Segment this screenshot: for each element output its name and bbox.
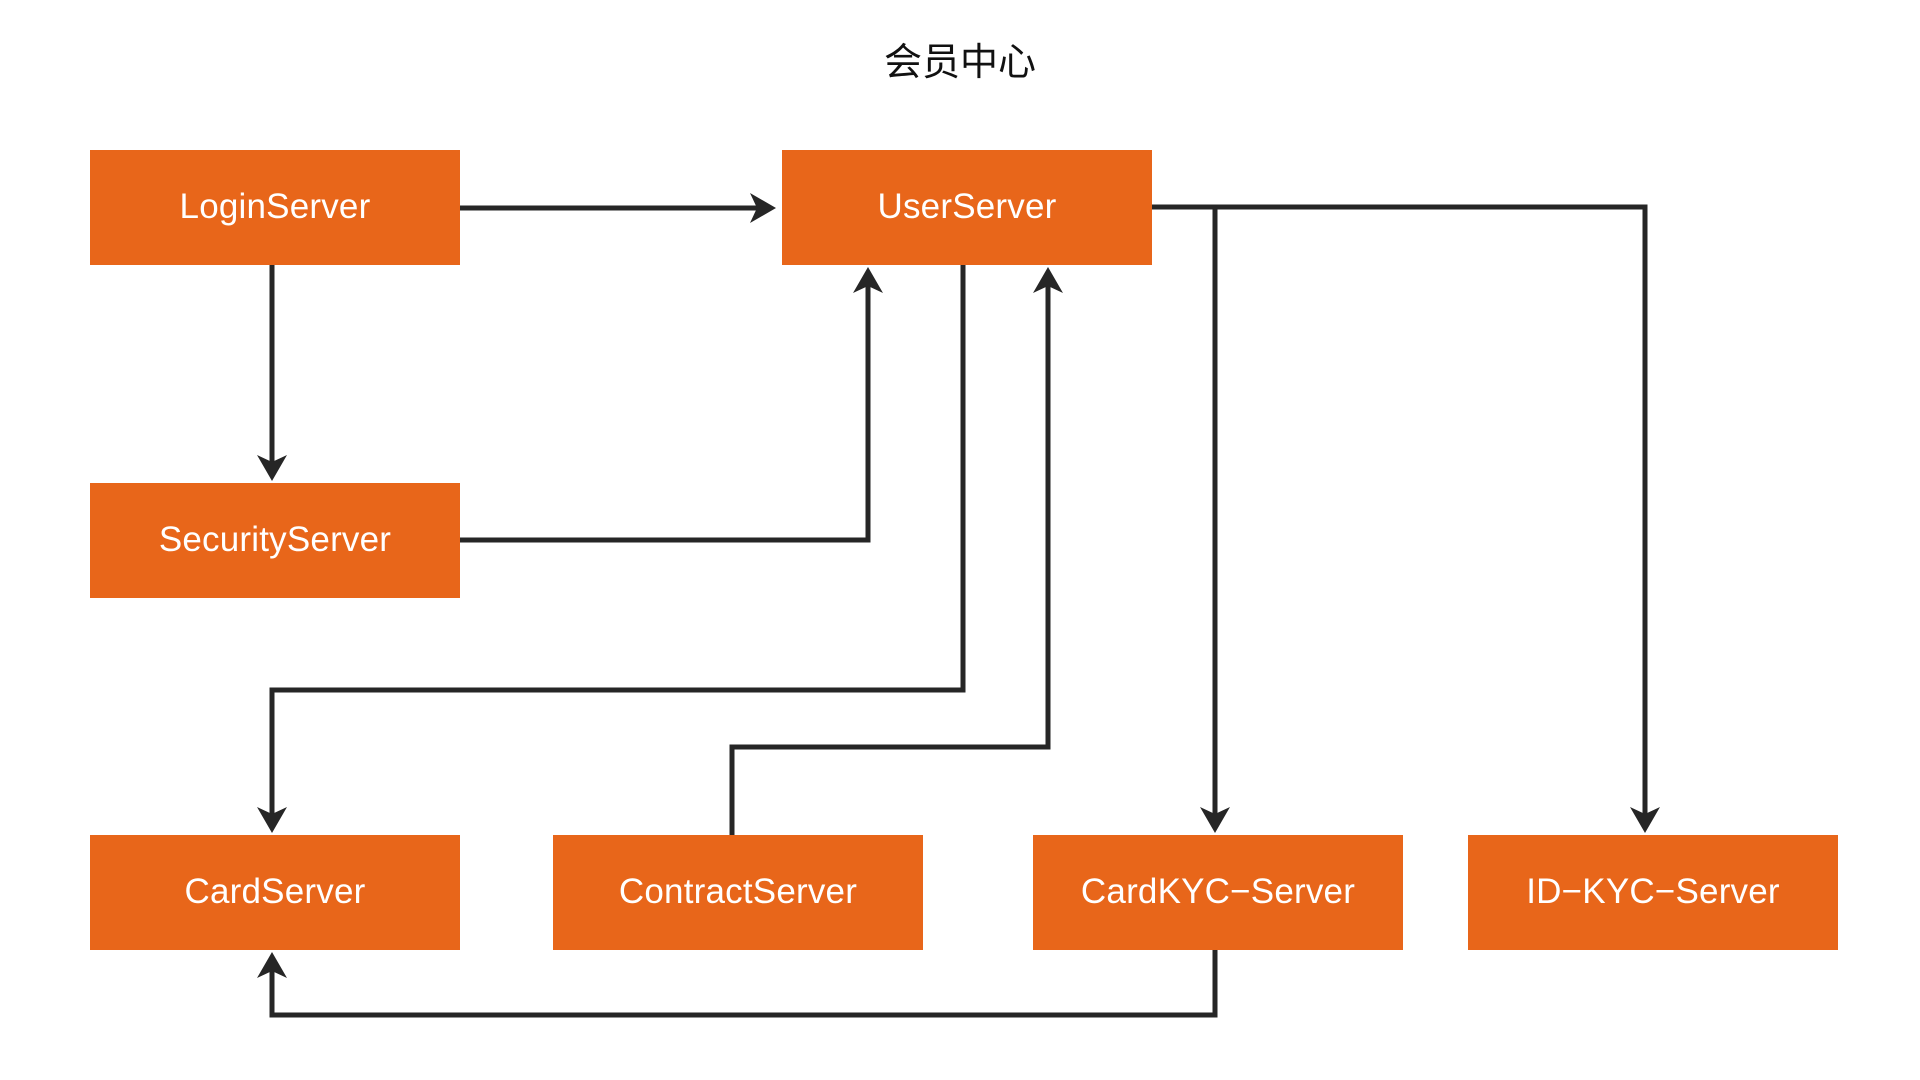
edge-line [729,283,1051,835]
arrow-head-icon [1033,267,1063,293]
edge-line [269,265,966,817]
edges-layer [257,193,1660,1018]
node-box[interactable] [782,150,1152,265]
diagram-title: 会员中心 [884,42,1036,84]
node-box[interactable] [1033,835,1403,950]
node-box[interactable] [90,150,460,265]
node-box[interactable] [90,835,460,950]
arrow-head-icon [1200,807,1230,833]
edge-user-to-card [257,265,966,833]
node-card[interactable]: CardServer [90,835,460,950]
edge-login-to-security [257,265,287,481]
edge-user-to-idkyc [1152,204,1660,833]
node-cardkyc[interactable]: CardKYC−Server [1033,835,1403,950]
node-label: CardServer [185,872,366,911]
nodes-layer: LoginServer UserServerSecurityServerCardS… [90,150,1838,950]
node-box[interactable] [90,483,460,598]
node-box[interactable] [1468,835,1838,950]
edge-user-to-cardkyc [1152,204,1230,833]
arrow-head-icon [257,807,287,833]
edge-security-to-user [460,267,883,543]
node-user[interactable]: UserServer [782,150,1152,265]
edge-line [1152,204,1648,817]
node-label: SecurityServer [159,520,391,559]
arrow-head-icon [1630,807,1660,833]
edge-line [460,283,871,543]
arrow-head-icon [257,455,287,481]
arrow-head-icon [257,952,287,978]
arrow-head-icon [750,193,776,223]
node-label: UserServer [878,187,1057,226]
edge-contract-to-user [729,267,1063,835]
arrow-head-icon [853,267,883,293]
node-security[interactable]: SecurityServer [90,483,460,598]
node-label: ID−KYC−Server [1526,872,1780,911]
node-box[interactable] [553,835,923,950]
edge-line [269,950,1218,1018]
edge-cardkyc-to-card [257,950,1218,1018]
node-label: LoginServer [180,187,371,226]
edge-line [1152,204,1218,817]
node-login[interactable]: LoginServer [90,150,460,265]
node-idkyc[interactable]: ID−KYC−Server [1468,835,1838,950]
node-contract[interactable]: ContractServer [553,835,923,950]
edge-login-to-user [460,193,776,223]
node-label: CardKYC−Server [1081,872,1355,911]
node-label: ContractServer [619,872,857,911]
